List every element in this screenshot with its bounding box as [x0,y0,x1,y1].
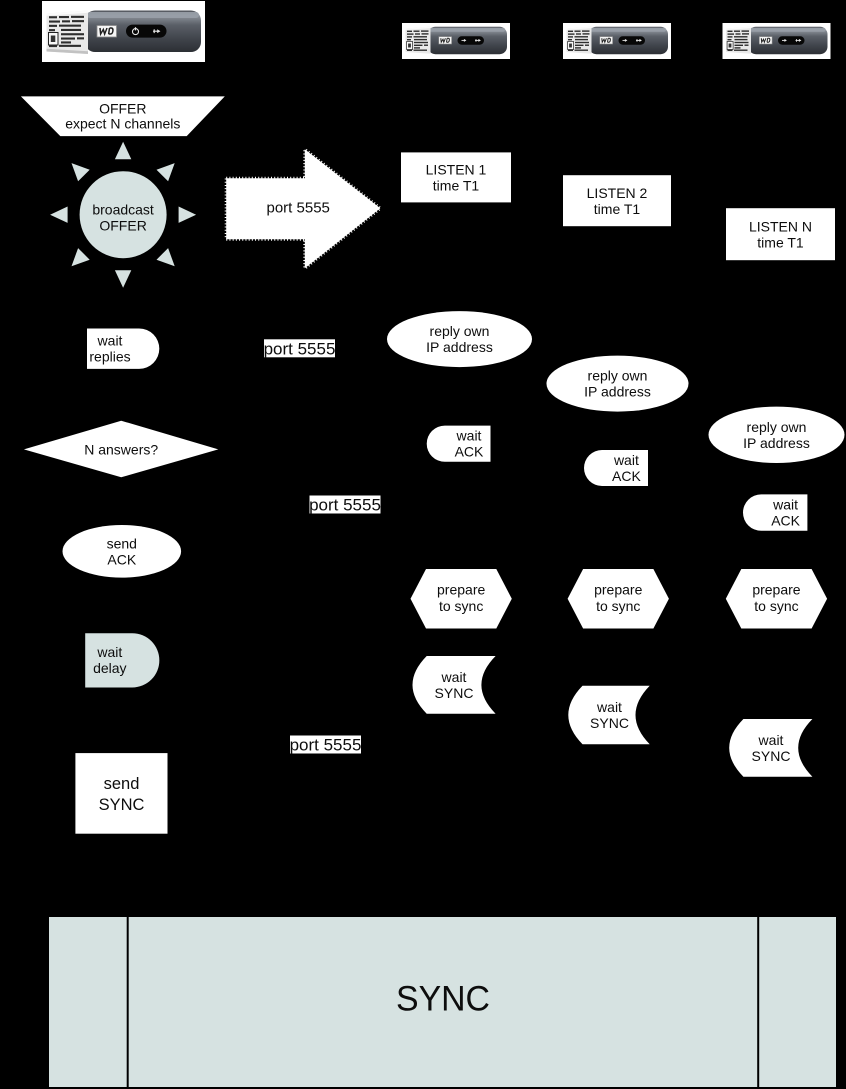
svg-text:wait: wait [441,669,467,685]
svg-text:wait: wait [96,644,122,660]
svg-text:time T1: time T1 [757,234,804,250]
svg-text:reply own: reply own [588,368,648,384]
svg-text:send: send [107,535,137,551]
svg-text:to sync: to sync [596,598,640,614]
svg-text:port 5555: port 5555 [309,496,381,515]
svg-text:ACK: ACK [771,513,800,529]
svg-text:IP address: IP address [743,435,810,451]
svg-text:ACK: ACK [612,468,641,484]
svg-text:SYNC: SYNC [752,748,791,764]
svg-text:N answers?: N answers? [84,441,158,457]
svg-text:port 5555: port 5555 [290,736,362,755]
svg-text:broadcast: broadcast [92,201,154,217]
svg-text:LISTEN 2: LISTEN 2 [587,185,648,201]
svg-text:delay: delay [93,660,126,676]
svg-text:ACK: ACK [455,444,484,460]
svg-text:reply own: reply own [430,323,490,339]
svg-text:replies: replies [89,349,130,365]
svg-text:expect N channels: expect N channels [65,116,180,132]
svg-text:time T1: time T1 [594,201,641,217]
svg-text:wait: wait [596,699,622,715]
svg-text:OFFER: OFFER [99,101,146,117]
svg-text:wait: wait [456,428,482,444]
svg-text:to sync: to sync [439,598,483,614]
svg-text:reply own: reply own [747,419,807,435]
svg-text:port 5555: port 5555 [264,339,336,358]
svg-text:SYNC: SYNC [435,685,474,701]
svg-text:prepare: prepare [752,581,800,597]
svg-text:time T1: time T1 [433,177,480,193]
svg-text:OFFER: OFFER [99,217,146,233]
svg-text:port 5555: port 5555 [267,199,330,216]
svg-text:prepare: prepare [594,581,642,597]
svg-text:prepare: prepare [437,581,485,597]
svg-text:IP address: IP address [584,384,651,400]
svg-text:to sync: to sync [754,598,798,614]
svg-text:IP address: IP address [426,339,493,355]
svg-text:SYNC: SYNC [396,980,490,1019]
svg-text:LISTEN 1: LISTEN 1 [426,161,487,177]
svg-text:wait: wait [613,452,639,468]
svg-text:LISTEN N: LISTEN N [749,218,812,234]
svg-text:ACK: ACK [107,551,136,567]
svg-text:SYNC: SYNC [99,796,145,814]
svg-text:SYNC: SYNC [590,715,629,731]
svg-text:wait: wait [97,333,123,349]
svg-text:wait: wait [758,732,784,748]
svg-text:wait: wait [772,497,798,513]
svg-text:send: send [104,775,140,793]
